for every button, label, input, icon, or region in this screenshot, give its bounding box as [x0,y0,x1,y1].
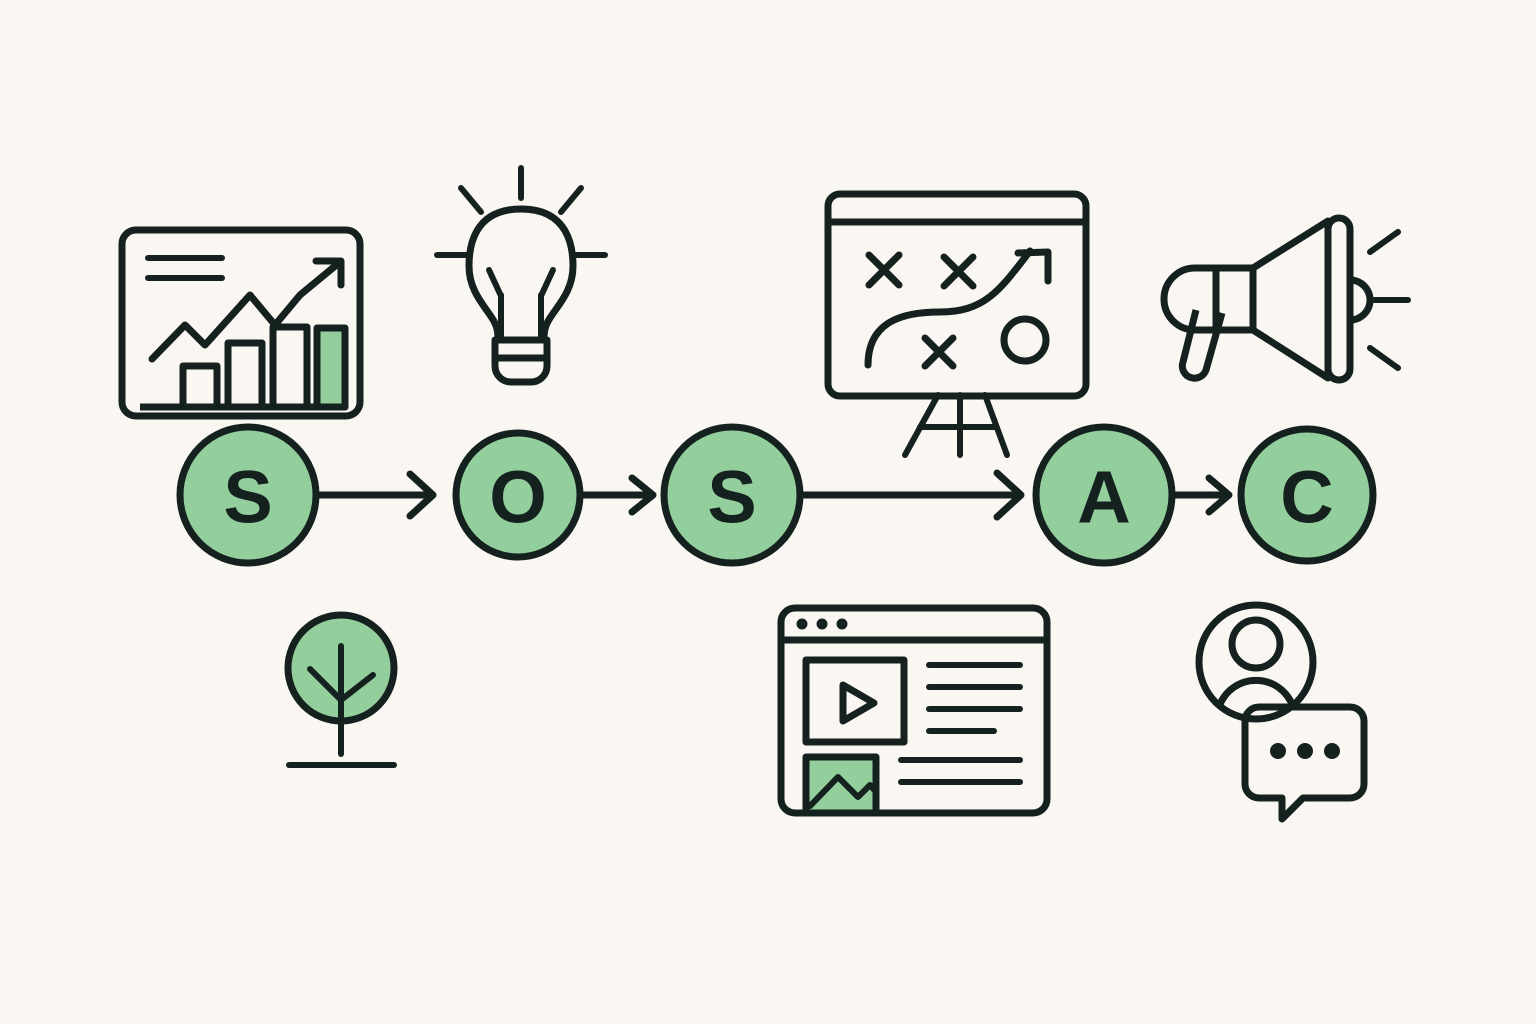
arrow-s1-o [318,470,437,520]
node-s1-letter: S [223,456,272,539]
content-window-icon [777,604,1051,817]
arrow-o-s2 [582,474,657,516]
user-chat-icon [1195,601,1368,823]
node-o-letter: O [489,456,547,539]
node-s2[interactable]: S [660,423,804,567]
node-a[interactable]: A [1032,423,1176,567]
node-s2-letter: S [707,456,756,539]
lightbulb-icon [434,165,608,386]
node-o[interactable]: O [452,429,584,561]
node-a-letter: A [1077,456,1130,539]
tree-icon [284,611,398,768]
flow-connectors [318,469,1233,521]
arrow-s2-a [802,469,1025,521]
megaphone-icon [1160,214,1411,384]
strategy-board-icon [824,190,1090,458]
node-c[interactable]: C [1237,425,1377,565]
growth-chart-icon [118,226,364,420]
flow-nodes: S O S A C [176,423,1377,567]
node-s1[interactable]: S [176,423,320,567]
node-c-letter: C [1280,456,1333,539]
arrow-a-c [1174,474,1233,516]
